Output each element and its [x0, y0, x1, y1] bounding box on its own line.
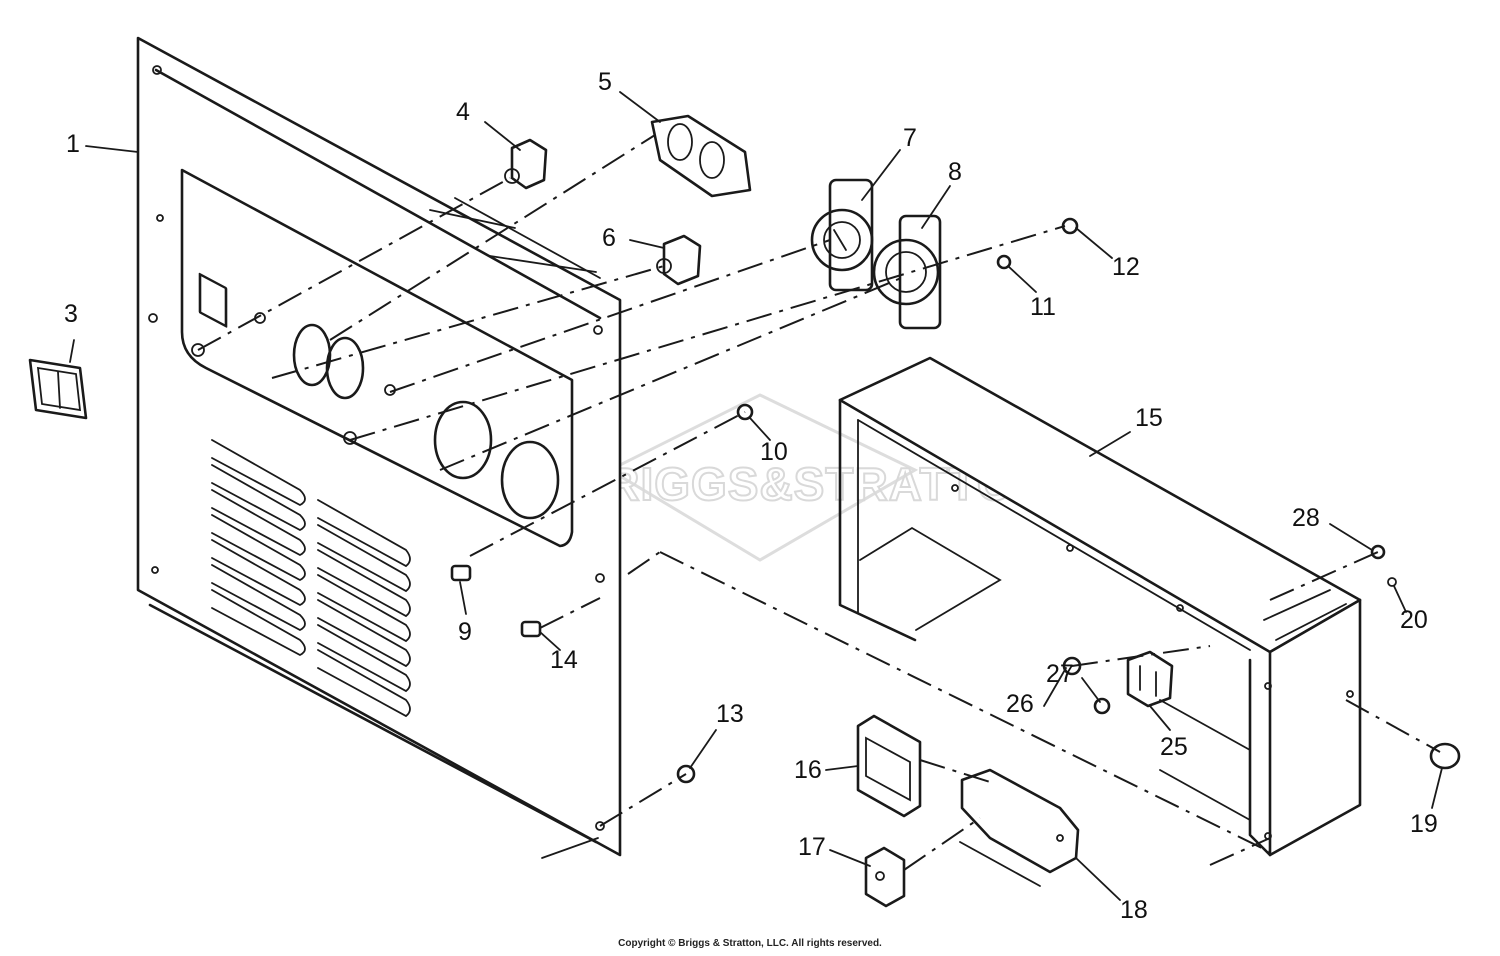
nut-26 — [1062, 656, 1082, 676]
meter — [856, 714, 922, 818]
callout-15: 15 — [1135, 404, 1163, 432]
callout-4: 4 — [456, 98, 470, 126]
terminal-block — [1126, 650, 1174, 708]
assembly-lines — [197, 134, 1441, 871]
callout-6: 6 — [602, 224, 616, 252]
rocker-switch — [28, 358, 88, 420]
callout-5: 5 — [598, 68, 612, 96]
callout-10: 10 — [760, 438, 788, 466]
duplex-receptacle — [650, 114, 752, 198]
twist-lock-receptacle-7 — [810, 178, 874, 292]
knob-19 — [1429, 742, 1461, 770]
callout-12: 12 — [1112, 253, 1140, 281]
nut-12 — [1061, 217, 1079, 235]
callout-9: 9 — [458, 618, 472, 646]
callout-labels: 1 3 4 5 6 7 8 9 10 11 12 13 14 15 16 17 … — [64, 68, 1438, 924]
callout-14: 14 — [550, 646, 578, 674]
callout-8: 8 — [948, 158, 962, 186]
callout-16: 16 — [794, 756, 822, 784]
washer-11 — [996, 254, 1012, 270]
callout-11: 11 — [1030, 293, 1056, 321]
callout-28: 28 — [1292, 504, 1320, 532]
screw-9 — [450, 564, 472, 582]
screw-14 — [520, 620, 542, 638]
mounting-bracket — [959, 768, 1080, 887]
pin-20 — [1387, 577, 1397, 587]
twist-lock-receptacle-8 — [872, 214, 942, 330]
circuit-breaker-6 — [656, 234, 702, 286]
hardware — [450, 217, 1461, 784]
callout-25: 25 — [1160, 733, 1188, 761]
circuit-breaker-4 — [504, 138, 548, 190]
nut-10 — [736, 403, 754, 421]
washer-27 — [1093, 697, 1111, 715]
callout-13: 13 — [716, 700, 744, 728]
callout-1: 1 — [66, 130, 80, 158]
control-box-housing — [838, 356, 1362, 857]
callout-20: 20 — [1400, 606, 1428, 634]
callout-3: 3 — [64, 300, 78, 328]
callout-26: 26 — [1006, 690, 1034, 718]
callout-18: 18 — [1120, 896, 1148, 924]
callout-17: 17 — [798, 833, 826, 861]
callout-27: 27 — [1046, 660, 1074, 688]
callout-19: 19 — [1410, 810, 1438, 838]
washer-28 — [1370, 544, 1386, 560]
nut-13 — [676, 764, 696, 784]
copyright-notice: Copyright © Briggs & Stratton, LLC. All … — [618, 938, 882, 949]
leader-lines — [69, 91, 1443, 901]
callout-7: 7 — [903, 124, 917, 152]
control-panel — [136, 36, 622, 859]
small-cover-plate — [864, 846, 906, 908]
